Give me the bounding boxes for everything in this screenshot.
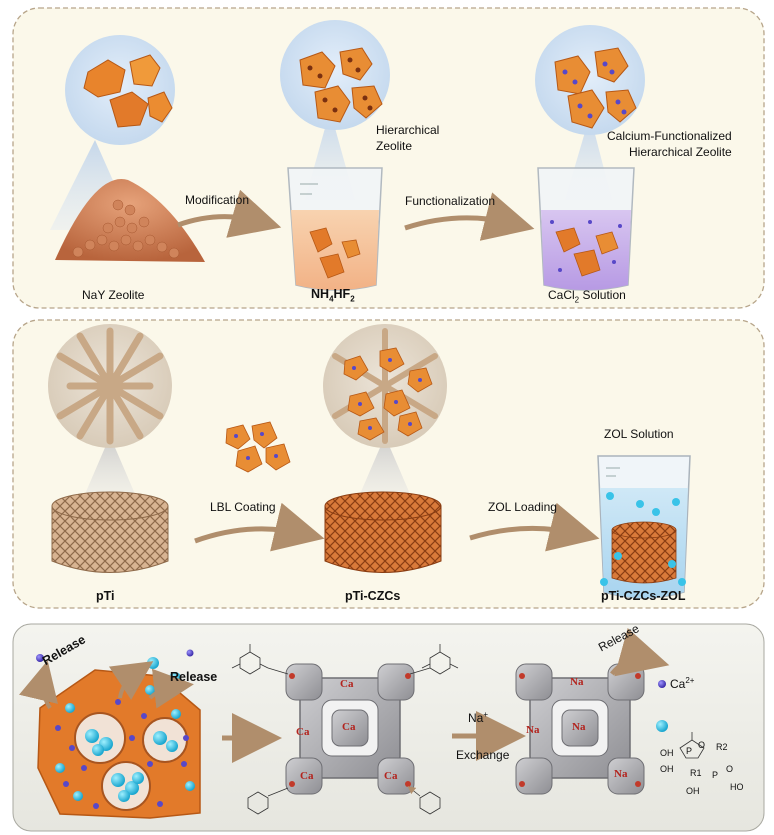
pti-czcs-label: pTi-CZCs — [345, 589, 401, 603]
nh4hf2-sub1: 4 — [329, 294, 334, 304]
zol-p-1: P — [686, 746, 693, 756]
zol-oh-2: OH — [660, 764, 674, 774]
zol-oh-1: OH — [660, 748, 674, 758]
functionalization-label: Functionalization — [405, 194, 496, 208]
cacl2-solution-label: CaCl2 Solution — [548, 288, 626, 304]
na-label-1: Na — [570, 676, 584, 688]
na-ion-label: Na+ — [468, 710, 488, 725]
ca-ion-sup: 2+ — [685, 676, 695, 685]
zol-ho: HO — [730, 782, 744, 792]
nh4hf2-sub2: 2 — [350, 294, 355, 304]
functionalization-arrow — [404, 192, 535, 241]
panel-zeolite-synthesis: NaY Zeolite Modification Hierarchical Ze… — [0, 0, 774, 312]
zol-r2: R2 — [716, 742, 728, 752]
ca-label-5: Ca — [384, 770, 398, 782]
calcium-functionalized-callout-text: Calcium-Functionalized Hierarchical Zeol… — [607, 129, 732, 159]
pti-czcs-zol-illustration — [597, 455, 691, 599]
nh4hf2-label: NH4HF2 — [311, 287, 355, 304]
ca-label-3: Ca — [342, 721, 356, 733]
na-label-3: Na — [572, 721, 586, 733]
na-ion-main: Na — [468, 711, 484, 725]
modification-label: Modification — [185, 193, 250, 207]
cacl2-main: CaCl — [548, 288, 575, 302]
release-mid-label: Release — [170, 670, 218, 684]
hierarchical-zeolite-callout: Hierarchical Zeolite — [376, 122, 439, 154]
pti-scaffold-illustration — [48, 324, 172, 573]
na-label-4: Na — [614, 768, 628, 780]
zol-ion-icon — [656, 720, 668, 732]
na-framework-illustration — [515, 627, 670, 795]
zol-loading-arrow — [469, 502, 600, 552]
modification-arrow — [177, 189, 282, 238]
zol-o-2: O — [726, 764, 734, 774]
panel-implant-coating: pTi LBL Coating pTi-CZCs ZOL Loading ZOL… — [0, 316, 774, 612]
lbl-coating-arrow — [194, 502, 325, 552]
zol-oh-3: OH — [686, 786, 700, 796]
calcium-functionalized-callout: Calcium-Functionalized Hierarchical Zeol… — [607, 128, 732, 160]
hierarchical-zeolite-illustration — [280, 20, 390, 291]
ca-ion-main: Ca — [670, 677, 686, 691]
ca-label-2: Ca — [296, 726, 310, 738]
pti-czcs-illustration — [323, 324, 447, 573]
ca-label-4: Ca — [300, 770, 314, 782]
nay-zeolite-label: NaY Zeolite — [82, 288, 145, 302]
cacl2-sub: 2 — [574, 295, 580, 305]
zeolite-block-illustration — [19, 649, 201, 819]
calcium-functionalized-zeolite-illustration — [535, 25, 645, 291]
exchange-label: Exchange — [456, 748, 510, 762]
zol-loading-label: ZOL Loading — [488, 500, 557, 514]
pti-czcs-zol-label: pTi-CZCs-ZOL — [601, 589, 686, 603]
ca-framework-illustration — [231, 644, 459, 815]
lbl-coating-crystals — [225, 421, 291, 473]
ca-label-1: Ca — [340, 678, 354, 690]
panel-release-mechanism: Release Release Ca Ca Ca Ca Ca Na+ Excha… — [0, 618, 774, 835]
zol-o-1: O — [698, 740, 706, 750]
ca-ion-icon — [658, 680, 666, 688]
zol-r1: R1 — [690, 768, 702, 778]
zol-p-2: P — [712, 770, 719, 780]
nh4hf2-mid: HF — [333, 287, 351, 301]
lbl-coating-label: LBL Coating — [210, 500, 276, 514]
nh4hf2-main: NH — [311, 287, 330, 301]
nay-zeolite-illustration — [50, 35, 205, 262]
cacl2-tail: Solution — [579, 288, 626, 302]
ca-ion-label: Ca2+ — [670, 676, 694, 691]
zol-solution-label: ZOL Solution — [604, 427, 674, 441]
na-ion-sup: + — [483, 710, 489, 719]
hierarchical-zeolite-callout-text: Hierarchical Zeolite — [376, 123, 440, 153]
pti-label: pTi — [96, 589, 115, 603]
na-label-2: Na — [526, 724, 540, 736]
